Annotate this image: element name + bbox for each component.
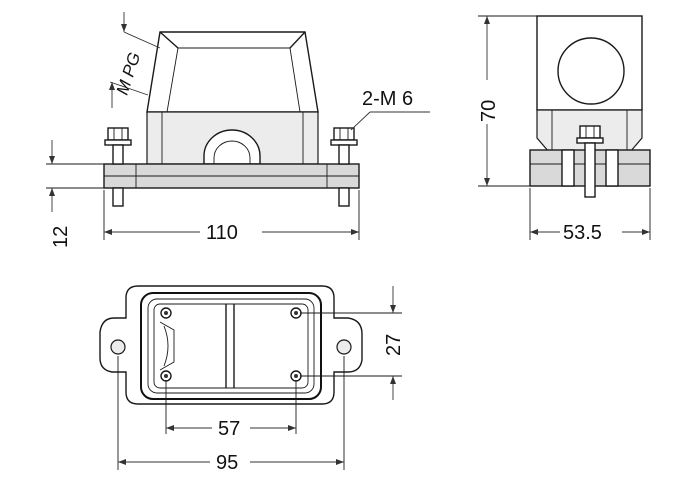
left-mount-hole [110,339,126,355]
top-view: 27 57 95 [99,285,405,474]
height-left-label: 12 [50,226,72,248]
thread-label: M PG [113,50,144,97]
left-bolt [104,127,132,207]
right-bolt [330,127,358,207]
width-side-label: 53.5 [563,222,602,244]
front-arch [203,129,261,165]
base-width-label: 95 [216,452,238,474]
side-view: 70 53.5 [478,15,651,244]
width-front-label: 110 [206,222,238,244]
bolt-label: 2-M 6 [362,88,413,110]
right-mount-hole [336,339,352,355]
front-view: M PG 2-M 6 12 110 [46,12,430,248]
hole-spacing-v-label: 27 [383,334,405,356]
hole-spacing-h-label: 57 [218,418,240,440]
cable-entry-circle [557,37,625,105]
height-side-label: 70 [478,100,500,122]
